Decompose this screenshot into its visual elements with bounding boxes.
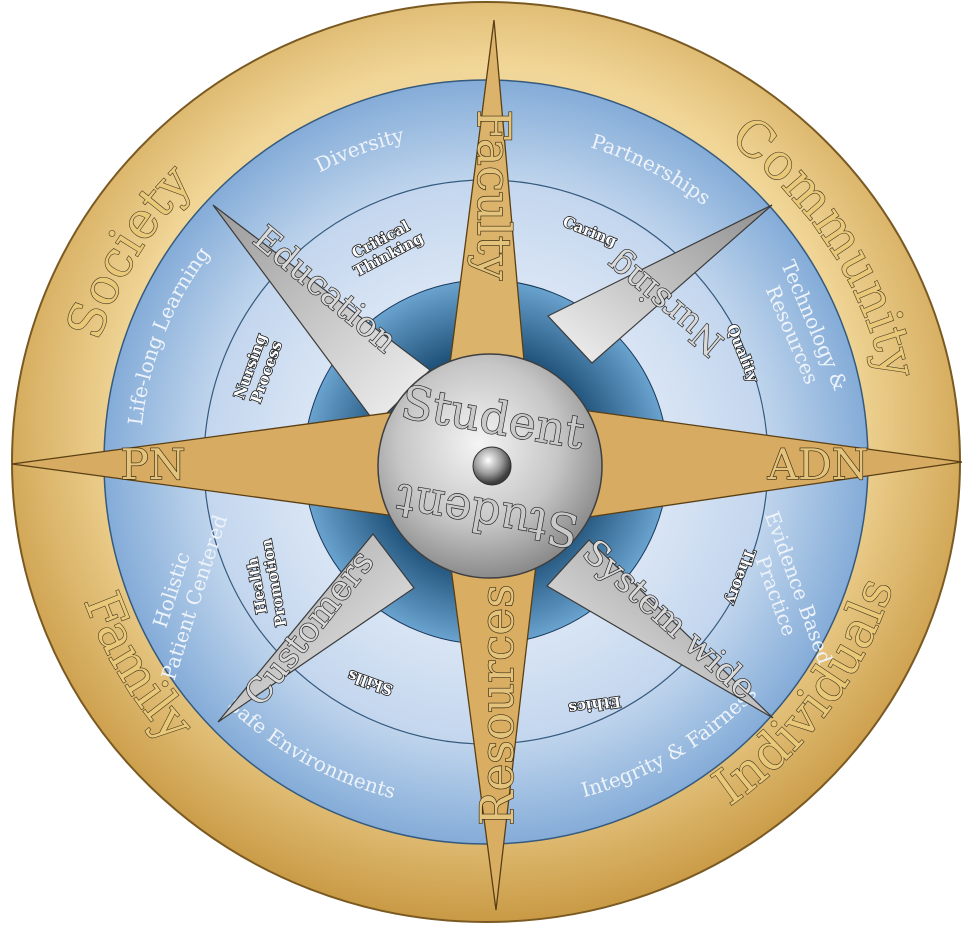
point-label-faculty: Faculty <box>467 110 521 281</box>
point-northeast <box>547 204 773 364</box>
point-label-adn: ADN <box>767 440 869 489</box>
point-southwest <box>217 533 415 723</box>
point-label-pn: PN <box>120 440 185 489</box>
point-southeast <box>546 539 774 719</box>
point-label-resources: Resources <box>470 584 524 825</box>
center-ball <box>472 446 512 486</box>
